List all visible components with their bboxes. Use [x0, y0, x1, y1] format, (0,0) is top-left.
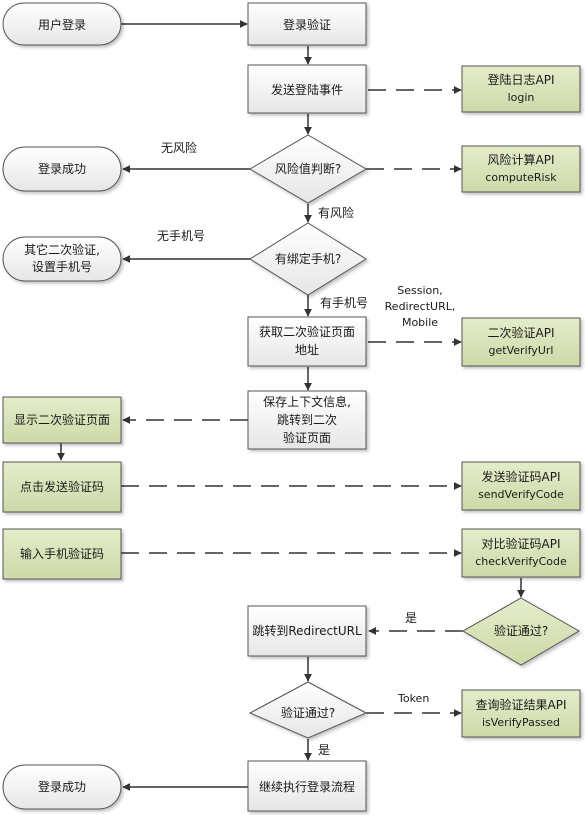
label-save-context-2: 跳转到二次 — [277, 412, 337, 427]
label-login-log-api-2: login — [508, 91, 535, 104]
node-input-code — [2, 528, 122, 580]
node-continue-login — [247, 760, 367, 812]
node-check-code-api — [461, 528, 581, 578]
label-send-code-api-1: 发送验证码API — [482, 469, 561, 484]
node-bind-phone — [249, 222, 367, 296]
node-login-success-1 — [2, 146, 122, 192]
label-redirect: 跳转到RedirectURL — [252, 623, 362, 638]
node-labels: 用户登录 登录验证 发送登陆事件 登陆日志API login 登录成功 风险值判… — [14, 17, 567, 794]
edge-label-session-3: Mobile — [402, 316, 438, 329]
label-user-login: 用户登录 — [38, 17, 86, 32]
label-other-verify-2: 设置手机号 — [32, 260, 92, 274]
label-input-code: 输入手机验证码 — [20, 546, 104, 561]
label-other-verify-1: 其它二次验证, — [24, 242, 100, 257]
node-save-context — [247, 390, 367, 450]
label-show-verify-page: 显示二次验证页面 — [14, 412, 110, 427]
label-query-api-2: isVerifyPassed — [482, 716, 560, 729]
label-login-success-1: 登录成功 — [38, 161, 86, 176]
label-continue-login: 继续执行登录流程 — [259, 779, 355, 794]
label-get-verify-page-1: 获取二次验证页面 — [259, 324, 355, 339]
edge-label-has-risk: 有风险 — [318, 205, 354, 220]
label-save-context-3: 验证页面 — [283, 430, 331, 445]
node-login-success-2 — [2, 764, 122, 810]
label-query-api-1: 查询验证结果API — [476, 697, 567, 712]
label-verify-pass-1: 验证通过? — [494, 623, 548, 638]
edge-labels: 无风险 有风险 无手机号 有手机号 Session, RedirectURL, … — [157, 140, 455, 757]
node-get-verify-page — [247, 316, 367, 367]
node-verify-pass-2 — [248, 681, 368, 739]
edge-label-yes-2: 是 — [318, 743, 330, 757]
node-click-send-code — [2, 461, 122, 513]
node-risk-judge — [249, 134, 367, 204]
node-user-login — [2, 2, 122, 46]
label-send-login-event: 发送登陆事件 — [271, 82, 343, 97]
label-risk-api-2: computeRisk — [485, 171, 557, 184]
label-check-code-api-2: checkVerifyCode — [475, 555, 567, 568]
label-check-code-api-1: 对比验证码API — [482, 536, 561, 551]
node-login-log-api — [461, 65, 581, 113]
node-redirect — [247, 605, 367, 657]
label-login-verify: 登录验证 — [283, 17, 331, 32]
label-verify-url-api-2: getVerifyUrl — [489, 344, 554, 357]
label-save-context-1: 保存上下文信息, — [263, 394, 351, 409]
node-login-verify — [247, 2, 367, 46]
edge-label-has-phone: 有手机号 — [320, 296, 368, 310]
label-risk-api-1: 风险计算API — [488, 152, 555, 167]
node-show-verify-page — [2, 396, 122, 444]
node-other-verify — [2, 236, 122, 282]
edge-label-session-2: RedirectURL, — [385, 300, 456, 313]
node-query-api — [461, 689, 581, 738]
node-verify-pass-1 — [462, 597, 580, 666]
edge-label-session-1: Session, — [397, 284, 442, 297]
edge-label-yes-1: 是 — [405, 611, 417, 625]
edge-label-no-risk: 无风险 — [161, 140, 197, 155]
connectors — [57, 20, 525, 791]
label-click-send-code: 点击发送验证码 — [20, 479, 104, 494]
node-verify-url-api — [461, 317, 581, 367]
node-send-login-event — [247, 64, 367, 114]
label-bind-phone: 有绑定手机? — [275, 251, 341, 266]
label-verify-url-api-1: 二次验证API — [488, 325, 555, 340]
label-send-code-api-2: sendVerifyCode — [478, 488, 564, 501]
label-verify-pass-2: 验证通过? — [281, 705, 335, 720]
edge-label-no-phone: 无手机号 — [157, 229, 205, 243]
label-get-verify-page-2: 地址 — [295, 343, 319, 357]
node-send-code-api — [461, 461, 581, 511]
label-login-success-2: 登录成功 — [38, 779, 86, 794]
label-risk-judge: 风险值判断? — [275, 161, 341, 176]
node-risk-api — [461, 145, 581, 193]
edge-label-token: Token — [397, 692, 429, 705]
label-login-log-api-1: 登陆日志API — [488, 72, 555, 87]
